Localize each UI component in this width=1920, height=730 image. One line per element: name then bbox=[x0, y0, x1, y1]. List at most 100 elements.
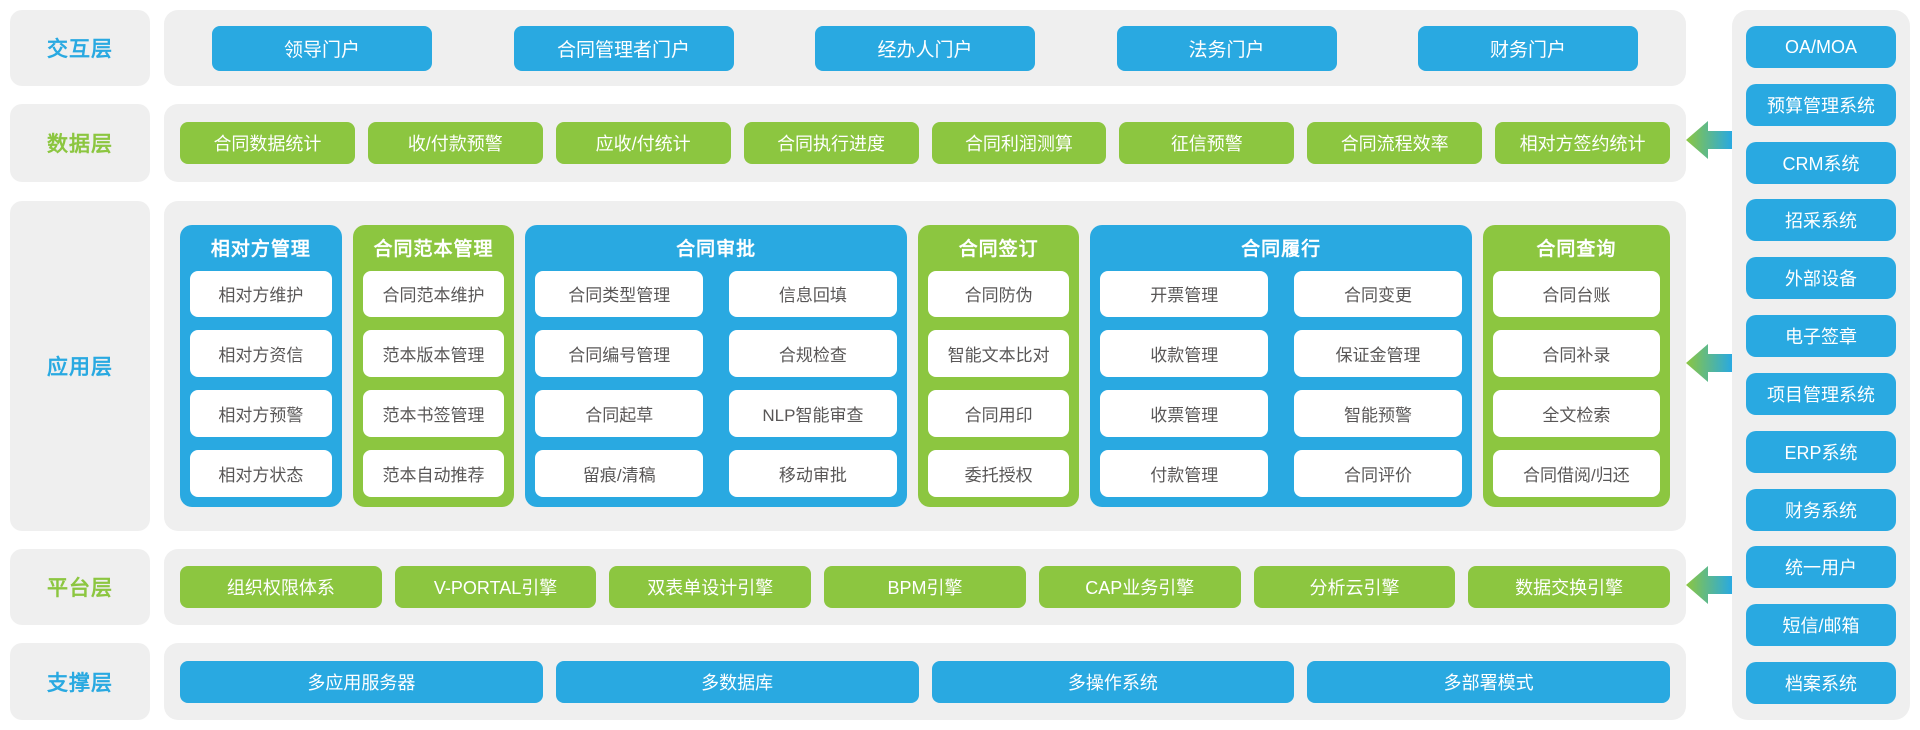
support-layer-block: 多部署模式 bbox=[1307, 660, 1670, 703]
app-card-title: 合同履行 bbox=[1241, 239, 1322, 260]
platform-layer-block: CAP业务引擎 bbox=[1038, 565, 1241, 608]
app-card-title: 合同审批 bbox=[676, 239, 757, 260]
platform-layer-block: 组织权限体系 bbox=[180, 565, 382, 608]
app-card-title: 合同查询 bbox=[1536, 239, 1617, 260]
layer-label-interaction: 交互层 bbox=[10, 10, 150, 86]
app-module-block: 委托授权 bbox=[927, 449, 1070, 497]
app-module-block: 合同用印 bbox=[927, 390, 1070, 437]
app-module-block: 合同台账 bbox=[1492, 270, 1660, 318]
external-system-block: 预算管理系统 bbox=[1746, 83, 1896, 126]
layer-labels-column: 交互层数据层应用层平台层支撑层 bbox=[10, 10, 150, 720]
app-card-items: 合同防伪智能文本比对合同用印委托授权 bbox=[927, 270, 1070, 497]
data-layer-block: 合同执行进度 bbox=[743, 122, 919, 165]
app-card-4: 合同签订合同防伪智能文本比对合同用印委托授权 bbox=[917, 224, 1080, 507]
external-system-block: ERP系统 bbox=[1746, 430, 1896, 473]
app-module-block: 范本书签管理 bbox=[362, 390, 505, 437]
platform-layer-block: 数据交换引擎 bbox=[1468, 565, 1671, 608]
app-module-block: 智能预警 bbox=[1294, 390, 1462, 437]
app-card-5: 合同履行开票管理合同变更收款管理保证金管理收票管理智能预警付款管理合同评价 bbox=[1090, 224, 1472, 507]
external-system-block: 外部设备 bbox=[1746, 257, 1896, 300]
app-card-items: 合同台账合同补录全文检索合同借阅/归还 bbox=[1492, 270, 1660, 497]
app-module-block: 范本版本管理 bbox=[362, 330, 505, 377]
layer-label-platform: 平台层 bbox=[10, 548, 150, 625]
app-module-block: 留痕/清稿 bbox=[535, 449, 704, 497]
platform-layer-block: V-PORTAL引擎 bbox=[394, 565, 597, 608]
app-module-block: 合同变更 bbox=[1294, 270, 1462, 318]
external-system-block: 项目管理系统 bbox=[1746, 372, 1896, 415]
app-module-block: 合同类型管理 bbox=[535, 270, 704, 318]
app-card-6: 合同查询合同台账合同补录全文检索合同借阅/归还 bbox=[1482, 224, 1670, 507]
app-card-items: 开票管理合同变更收款管理保证金管理收票管理智能预警付款管理合同评价 bbox=[1100, 270, 1462, 497]
data-layer-block: 合同数据统计 bbox=[180, 122, 355, 165]
external-system-block: 招采系统 bbox=[1746, 199, 1896, 242]
platform-layer-block: BPM引擎 bbox=[824, 565, 1026, 608]
app-module-block: 付款管理 bbox=[1100, 449, 1269, 497]
external-system-block: 财务系统 bbox=[1746, 488, 1896, 531]
app-module-block: 收款管理 bbox=[1100, 330, 1269, 377]
external-system-block: OA/MOA bbox=[1746, 26, 1896, 68]
flow-arrow-icon bbox=[1686, 121, 1732, 159]
interaction-layer-block: 财务门户 bbox=[1418, 25, 1638, 71]
layer-label-application: 应用层 bbox=[10, 200, 150, 531]
app-card-1: 相对方管理相对方维护相对方资信相对方预警相对方状态 bbox=[180, 224, 342, 507]
app-card-2: 合同范本管理合同范本维护范本版本管理范本书签管理范本自动推荐 bbox=[352, 224, 515, 507]
app-module-block: 相对方资信 bbox=[190, 330, 332, 377]
app-module-block: 相对方状态 bbox=[190, 449, 332, 497]
external-system-block: 统一用户 bbox=[1746, 546, 1896, 589]
interaction-layer-block: 领导门户 bbox=[212, 25, 432, 71]
external-system-block: 短信/邮箱 bbox=[1746, 604, 1896, 647]
support-layer-panel: 多应用服务器多数据库多操作系统多部署模式 bbox=[164, 643, 1686, 720]
app-card-title: 合同签订 bbox=[958, 239, 1039, 260]
app-module-block: 合同借阅/归还 bbox=[1492, 449, 1660, 497]
data-layer-block: 征信预警 bbox=[1119, 122, 1295, 165]
external-system-block: 档案系统 bbox=[1746, 661, 1896, 704]
app-card-title: 合同范本管理 bbox=[373, 239, 494, 260]
app-module-block: 智能文本比对 bbox=[927, 330, 1070, 377]
layers-column: 领导门户 合同管理者门户 经办人门户 法务门户 财务门户合同数据统计收/付款预警应收/付… bbox=[164, 10, 1686, 720]
app-module-block: NLP智能审查 bbox=[729, 390, 897, 437]
app-module-block: 全文检索 bbox=[1492, 390, 1660, 437]
data-layer-block: 收/付款预警 bbox=[367, 122, 543, 165]
app-module-block: 范本自动推荐 bbox=[362, 449, 505, 497]
flow-arrow-icon bbox=[1686, 566, 1732, 604]
data-layer-block: 合同流程效率 bbox=[1307, 122, 1483, 165]
external-system-block: CRM系统 bbox=[1746, 141, 1896, 184]
data-layer-block: 相对方签约统计 bbox=[1495, 122, 1670, 165]
application-layer-panel: 相对方管理相对方维护相对方资信相对方预警相对方状态合同范本管理合同范本维护范本版… bbox=[164, 200, 1686, 531]
interaction-layer-block: 经办人门户 bbox=[815, 25, 1035, 71]
interaction-layer-block: 法务门户 bbox=[1116, 25, 1337, 71]
app-module-block: 合同评价 bbox=[1294, 449, 1462, 497]
app-module-block: 移动审批 bbox=[729, 449, 897, 497]
support-layer-block: 多数据库 bbox=[555, 660, 919, 703]
data-layer-block: 应收/付统计 bbox=[555, 122, 731, 165]
interaction-layer-block: 合同管理者门户 bbox=[513, 25, 734, 71]
app-module-block: 信息回填 bbox=[729, 270, 897, 318]
app-module-block: 相对方预警 bbox=[190, 390, 332, 437]
app-module-block: 合同防伪 bbox=[927, 270, 1070, 318]
flow-arrow-icon bbox=[1686, 344, 1732, 382]
support-layer-block: 多应用服务器 bbox=[180, 660, 543, 703]
interaction-layer-panel: 领导门户 合同管理者门户 经办人门户 法务门户 财务门户 bbox=[164, 10, 1686, 86]
app-card-items: 相对方维护相对方资信相对方预警相对方状态 bbox=[190, 270, 332, 497]
app-module-block: 开票管理 bbox=[1100, 270, 1269, 318]
support-layer-block: 多操作系统 bbox=[931, 660, 1295, 703]
platform-layer-block: 分析云引擎 bbox=[1253, 565, 1456, 608]
data-layer-block: 合同利润测算 bbox=[931, 122, 1107, 165]
data-layer-panel: 合同数据统计收/付款预警应收/付统计合同执行进度合同利润测算征信预警合同流程效率… bbox=[164, 104, 1686, 183]
platform-layer-panel: 组织权限体系 V-PORTAL引擎双表单设计引擎 BPM引擎 CAP业务引擎分析云引擎… bbox=[164, 548, 1686, 625]
app-module-block: 合规检查 bbox=[729, 330, 897, 377]
app-card-items: 合同范本维护范本版本管理范本书签管理范本自动推荐 bbox=[362, 270, 505, 497]
app-module-block: 合同范本维护 bbox=[362, 270, 505, 318]
app-module-block: 合同补录 bbox=[1492, 330, 1660, 377]
app-card-title: 相对方管理 bbox=[210, 239, 311, 260]
app-module-block: 相对方维护 bbox=[190, 270, 332, 318]
layer-label-data: 数据层 bbox=[10, 104, 150, 183]
layer-label-support: 支撑层 bbox=[10, 643, 150, 720]
platform-layer-block: 双表单设计引擎 bbox=[609, 565, 812, 608]
app-module-block: 合同起草 bbox=[535, 390, 704, 437]
app-module-block: 收票管理 bbox=[1100, 390, 1269, 437]
